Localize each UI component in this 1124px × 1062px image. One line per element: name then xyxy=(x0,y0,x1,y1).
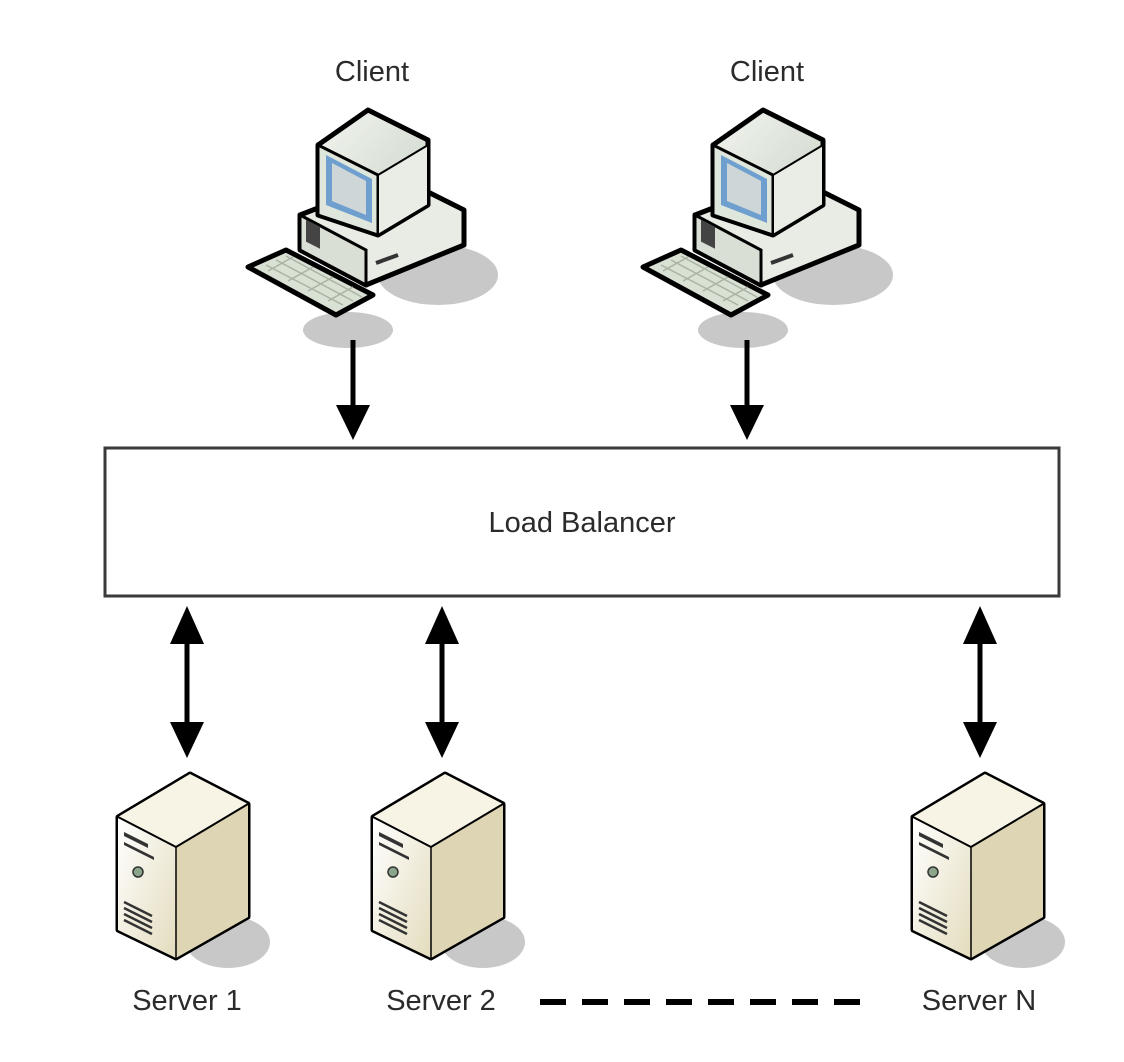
client-label: Client xyxy=(730,56,804,88)
load-balancer-to-server-1-arrow xyxy=(170,606,204,758)
load-balancer-label: Load Balancer xyxy=(488,507,675,539)
client-to-load-balancer-arrow xyxy=(730,340,764,440)
server-tower-icon xyxy=(373,774,525,968)
server-1-label: Server 1 xyxy=(132,985,242,1017)
load-balancer-to-server-2-arrow xyxy=(425,606,459,758)
desktop-computer-icon xyxy=(248,110,498,348)
load-balancer-to-server-n-arrow xyxy=(963,606,997,758)
client-to-load-balancer-arrow xyxy=(336,340,370,440)
server-2-label: Server 2 xyxy=(386,985,496,1017)
server-tower-icon xyxy=(913,774,1065,968)
load-balancer-box: Load Balancer xyxy=(103,446,1061,598)
desktop-computer-icon xyxy=(643,110,893,348)
server-tower-icon xyxy=(118,774,270,968)
server-n-label: Server N xyxy=(922,985,1036,1017)
client-label: Client xyxy=(335,56,409,88)
